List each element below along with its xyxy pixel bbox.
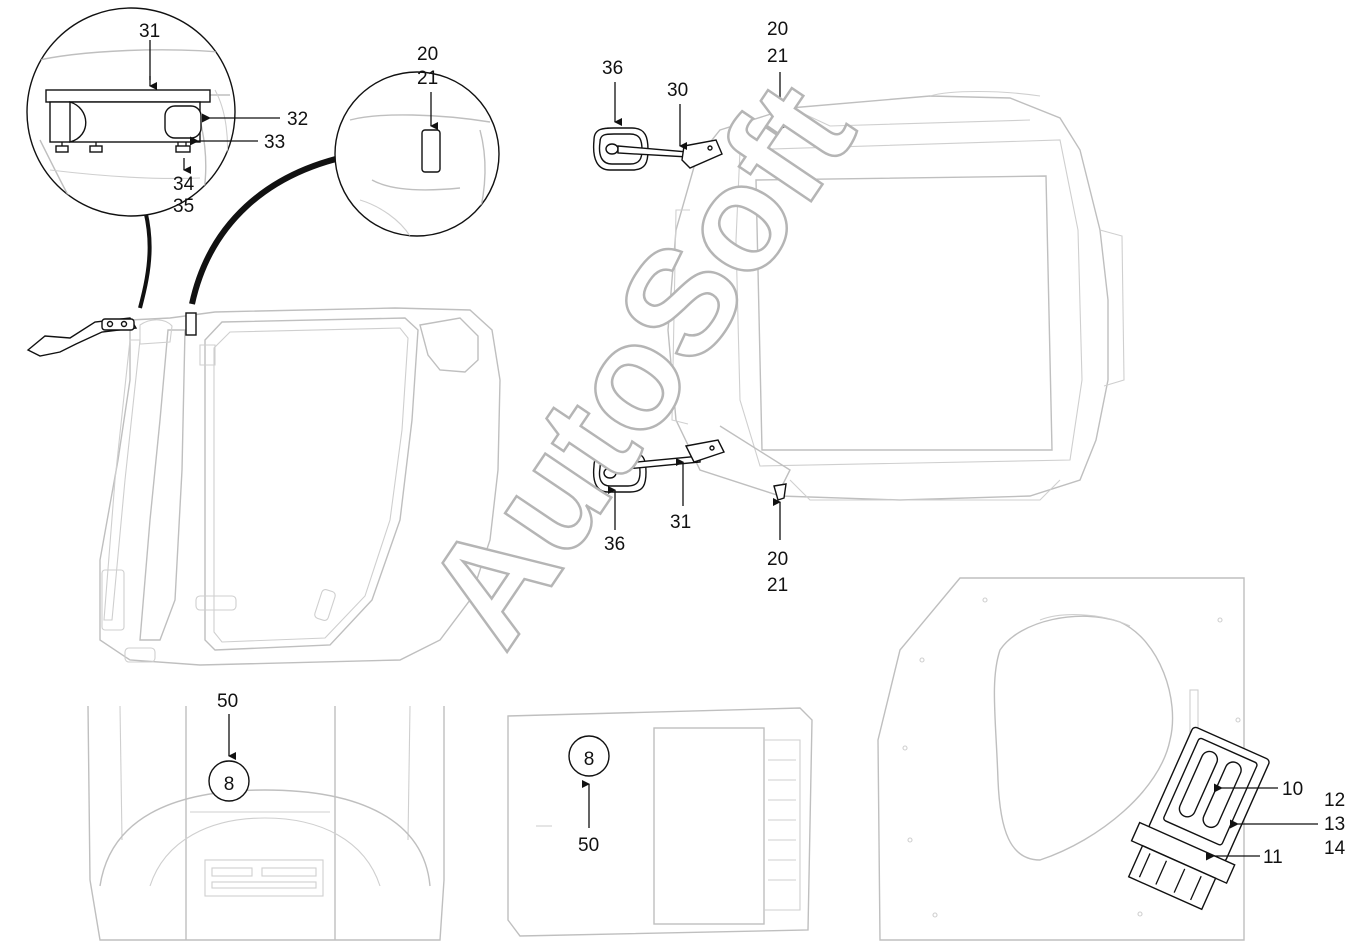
callout-14: 14 — [1324, 838, 1346, 859]
callout-10: 10 — [1282, 779, 1303, 800]
callout-11: 11 — [1263, 847, 1283, 868]
callout-13: 13 — [1324, 814, 1345, 835]
callout-21-bottom: 21 — [767, 575, 788, 596]
callout-36-bottom: 36 — [604, 534, 625, 555]
detail-circle-b: 20 21 — [334, 44, 500, 237]
hazard-light-unit — [1127, 726, 1270, 911]
callout-12: 12 — [1324, 790, 1345, 811]
callout-50-middle: 50 — [578, 835, 599, 856]
mirror-lower — [592, 439, 787, 501]
cab-top-view — [667, 90, 1125, 501]
panel-middle: 8 50 — [507, 707, 813, 937]
callout-32: 32 — [287, 109, 308, 130]
panel-right: 10 12 13 14 11 — [877, 577, 1346, 941]
callout-36-top: 36 — [602, 58, 623, 79]
callout-21-top: 21 — [767, 46, 788, 67]
badge-8-left: 8 — [224, 774, 235, 795]
callout-31-bottom: 31 — [670, 512, 691, 533]
wedge-block — [185, 312, 197, 336]
callout-21-detail: 21 — [417, 68, 438, 89]
callout-34: 34 — [173, 174, 195, 195]
panel-left: 8 50 — [87, 691, 445, 941]
callout-35: 35 — [173, 196, 194, 217]
callout-20-detail: 20 — [417, 44, 438, 65]
callout-20-bottom: 20 — [767, 549, 788, 570]
callout-20-top: 20 — [767, 19, 788, 40]
callout-33: 33 — [264, 132, 285, 153]
callout-30: 30 — [667, 80, 688, 101]
callout-31-top: 31 — [139, 21, 160, 42]
mirror-leaders: 20 21 36 30 36 31 20 21 — [602, 19, 788, 596]
badge-8-middle: 8 — [584, 749, 595, 770]
mirror-upper — [592, 111, 793, 171]
mirror-bracket-side — [26, 312, 197, 357]
callout-50-left: 50 — [217, 691, 238, 712]
detail-circle-a: 31 32 33 34 35 — [26, 7, 308, 217]
cab-side-view — [99, 307, 501, 666]
